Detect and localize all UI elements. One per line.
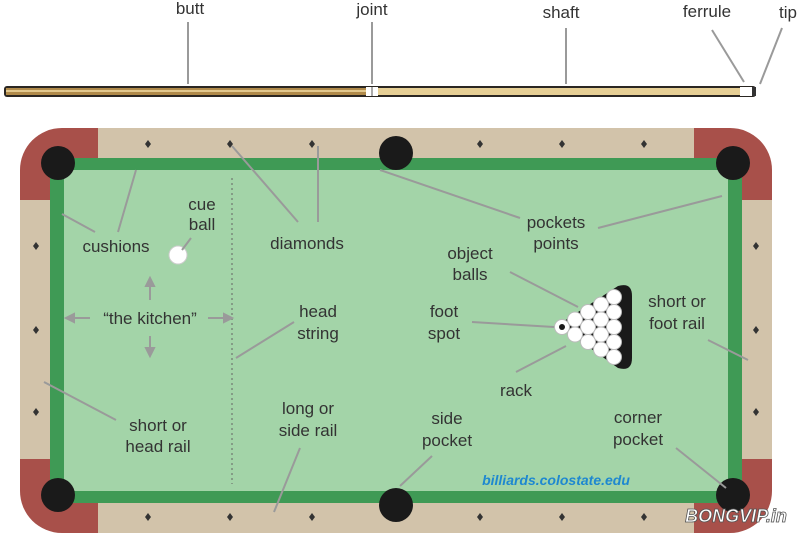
watermark: BONGVIP.in <box>685 506 787 526</box>
object-ball <box>593 326 609 343</box>
table-leaders <box>43 145 749 513</box>
label-foot-spot-2: spot <box>428 324 460 343</box>
diamond-head-2 <box>33 326 39 334</box>
diamond-bottom-2 <box>227 513 233 521</box>
label-rack: rack <box>500 381 533 400</box>
diamond-bottom-5 <box>559 513 565 521</box>
object-ball <box>606 349 622 365</box>
object-ball <box>606 304 622 320</box>
label-shaft: shaft <box>543 3 580 22</box>
label-pockets-2: points <box>533 234 578 253</box>
cushions-leader-side <box>61 213 96 233</box>
label-corner-pocket-1: corner <box>614 408 663 427</box>
kitchen-arrows <box>63 275 235 359</box>
label-cushions: cushions <box>82 237 149 256</box>
object-ball <box>606 319 622 335</box>
object-ball <box>593 311 609 328</box>
pockets-leader-right <box>597 195 723 229</box>
foot-rail-leader <box>707 339 749 361</box>
diamond-head-3 <box>33 408 39 416</box>
object-ball <box>593 296 609 313</box>
label-ferrule: ferrule <box>683 2 731 21</box>
label-butt: butt <box>176 0 205 18</box>
object-ball <box>567 311 583 328</box>
side-pocket-leader <box>399 455 433 487</box>
diamond-top-3 <box>309 140 315 148</box>
head-rail-leader <box>43 381 117 421</box>
label-side-rail-1: long or <box>282 399 334 418</box>
diamond-top-1 <box>145 140 151 148</box>
head-string-leader <box>235 321 295 359</box>
diamonds-leader-1 <box>231 145 299 223</box>
diamond-head-1 <box>33 242 39 250</box>
label-head-string-2: string <box>297 324 339 343</box>
side-pocket-bottom <box>379 488 413 522</box>
diamond-bottom-4 <box>477 513 483 521</box>
diamond-bottom-1 <box>145 513 151 521</box>
corner-pocket-top-right <box>716 146 750 180</box>
credit-text: billiards.colostate.edu <box>482 472 630 488</box>
label-the-kitchen: “the kitchen” <box>103 309 197 328</box>
corner-pocket-bottom-left <box>41 478 75 512</box>
side-pocket-top <box>379 136 413 170</box>
label-diamonds: diamonds <box>270 234 344 253</box>
corner-pocket-leader <box>675 447 727 489</box>
object-ball <box>580 304 596 320</box>
label-cue-ball-1: cue <box>188 195 215 214</box>
foot-spot-leader <box>471 321 555 328</box>
pool-table: cushions cue ball diamonds pockets point… <box>20 128 772 533</box>
label-side-pocket-1: side <box>431 409 462 428</box>
label-pockets-1: pockets <box>527 213 586 232</box>
diamond-foot-3 <box>753 408 759 416</box>
label-foot-rail-2: foot rail <box>649 314 705 333</box>
label-head-rail-2: head rail <box>125 437 190 456</box>
object-ball <box>606 289 622 305</box>
object-ball <box>580 319 596 335</box>
label-side-pocket-2: pocket <box>422 431 472 450</box>
foot-spot-mark <box>559 324 565 330</box>
object-ball <box>593 341 609 358</box>
cue-stick <box>4 86 756 97</box>
cue-ball <box>168 245 188 265</box>
object-ball <box>580 334 596 350</box>
object-ball <box>606 334 622 350</box>
object-ball <box>567 326 583 343</box>
diamond-top-5 <box>559 140 565 148</box>
label-head-string-1: head <box>299 302 337 321</box>
label-foot-rail-1: short or <box>648 292 706 311</box>
label-object-balls-2: balls <box>453 265 488 284</box>
cue-tip <box>752 87 756 96</box>
tip-leader <box>759 27 783 85</box>
label-joint: joint <box>355 0 387 19</box>
ferrule-leader <box>711 29 745 83</box>
pockets-leader-left <box>379 169 521 219</box>
cue-ball-leader <box>181 237 192 251</box>
label-head-rail-1: short or <box>129 416 187 435</box>
object-balls <box>554 289 622 365</box>
corner-pocket-top-left <box>41 146 75 180</box>
label-cue-ball-2: ball <box>189 215 215 234</box>
diamond-bottom-6 <box>641 513 647 521</box>
label-object-balls-1: object <box>447 244 493 263</box>
rack-leader <box>515 345 567 373</box>
diamond-bottom-3 <box>309 513 315 521</box>
label-corner-pocket-2: pocket <box>613 430 663 449</box>
diamonds-group <box>33 140 759 521</box>
label-tip: tip <box>779 3 797 22</box>
cue-shaft <box>378 88 740 95</box>
diamond-top-2 <box>227 140 233 148</box>
label-side-rail-2: side rail <box>279 421 338 440</box>
cue-ferrule <box>740 87 752 96</box>
side-rail-leader <box>273 447 301 513</box>
diamond-foot-2 <box>753 326 759 334</box>
diamond-top-4 <box>477 140 483 148</box>
object-balls-leader <box>509 271 579 308</box>
diamond-foot-1 <box>753 242 759 250</box>
label-foot-spot-1: foot <box>430 302 459 321</box>
cushions-leader-top <box>117 169 137 233</box>
diamond-top-6 <box>641 140 647 148</box>
